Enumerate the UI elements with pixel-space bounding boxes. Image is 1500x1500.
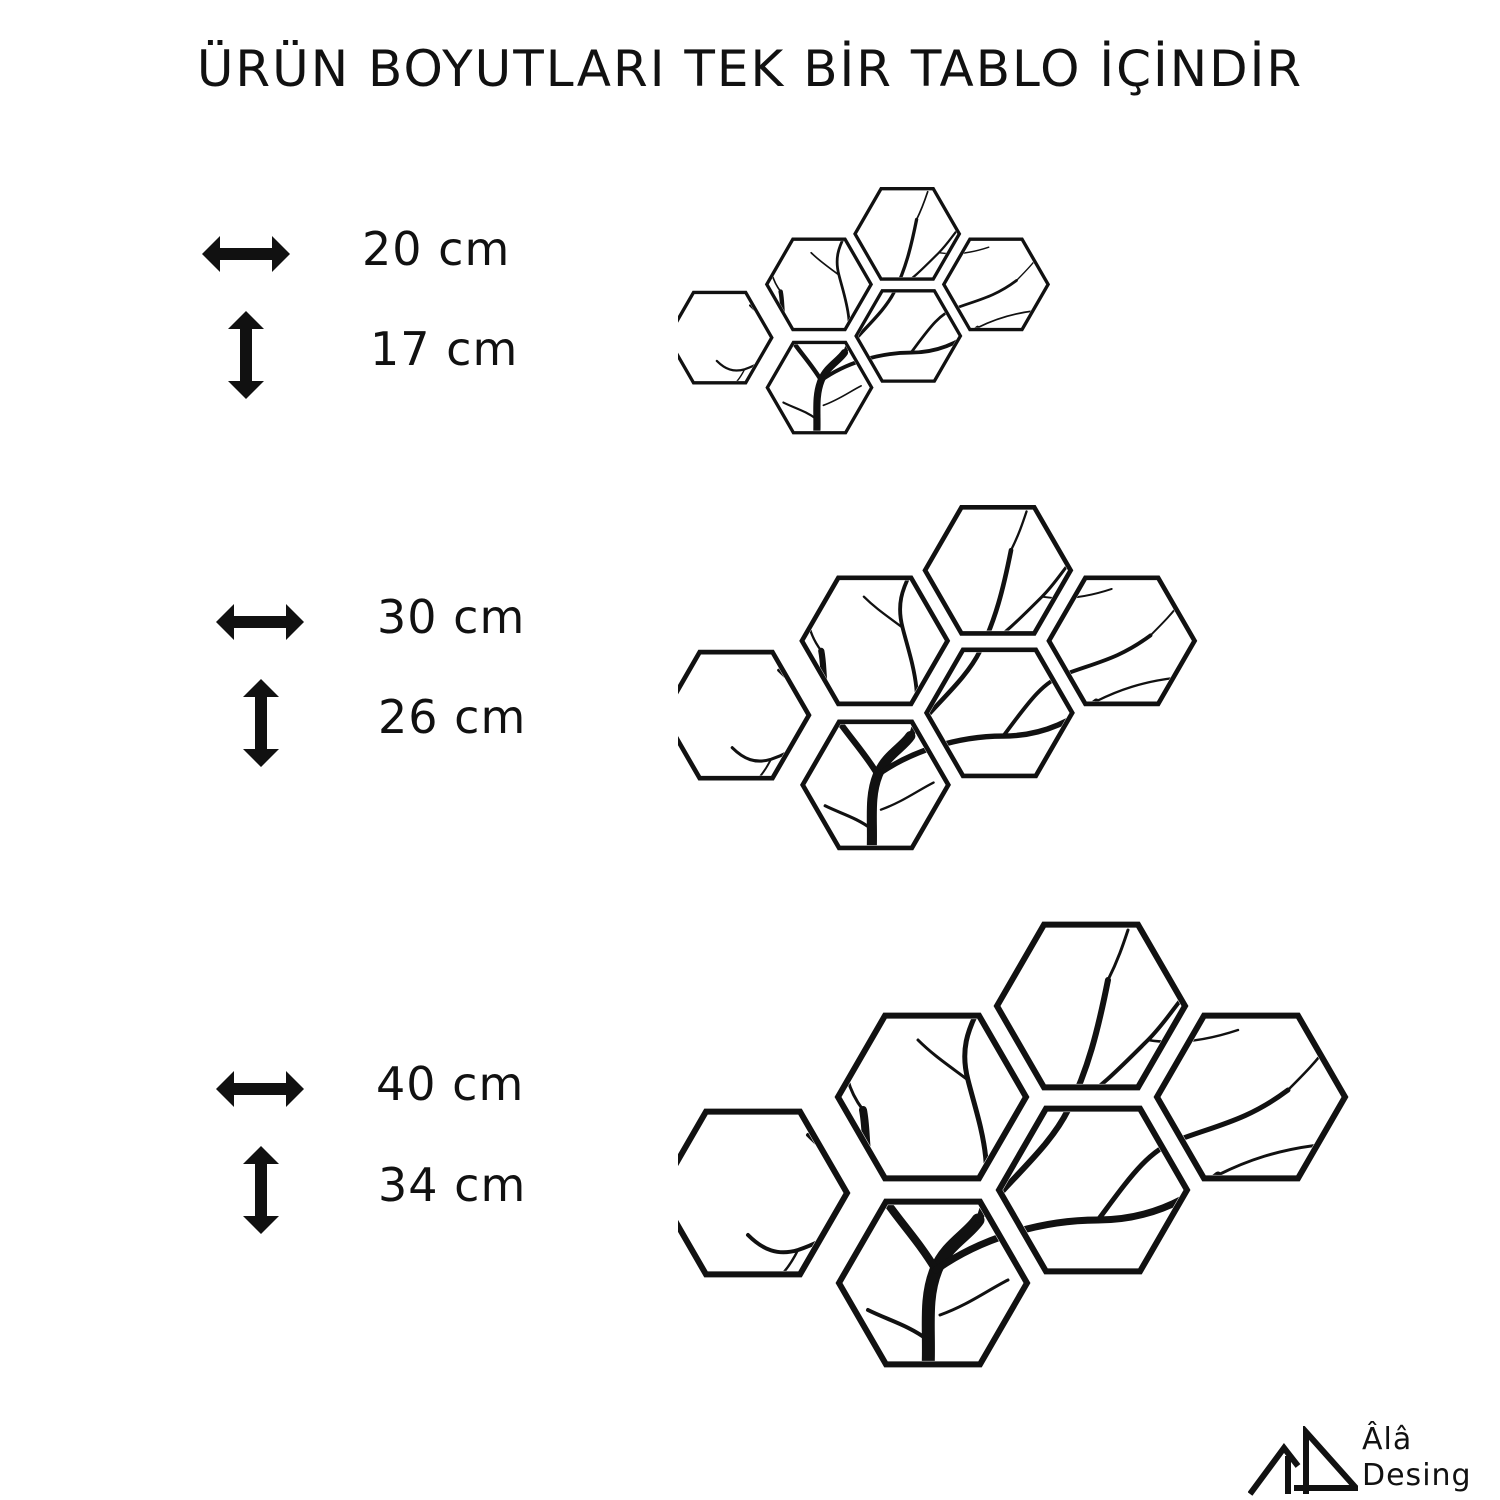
hexagon-panel-bottom bbox=[765, 340, 874, 435]
hexagon-panel-bottom bbox=[800, 719, 951, 851]
hexagon-tree-artwork-small bbox=[678, 187, 1051, 435]
width-value: 30 cm bbox=[377, 590, 526, 644]
brand-logo: Âlâ Desing bbox=[1240, 1420, 1500, 1500]
tree-branch bbox=[975, 977, 1111, 1223]
width-value: 20 cm bbox=[362, 222, 511, 276]
hexagon-panel-top bbox=[993, 921, 1189, 1091]
tree-branch bbox=[866, 1308, 930, 1342]
brand-name-line2: Desing bbox=[1362, 1458, 1472, 1493]
tree-branch bbox=[823, 804, 874, 831]
tree-branch bbox=[835, 234, 851, 355]
tree-branch bbox=[879, 781, 935, 811]
tree-branch bbox=[730, 711, 835, 763]
tree-branch bbox=[916, 1038, 970, 1082]
hexagon-panel-center-right bbox=[995, 1105, 1191, 1275]
tree-branch bbox=[898, 571, 919, 739]
tree-branch bbox=[715, 334, 791, 372]
hexagon-panel-left bbox=[678, 1108, 851, 1278]
tree-branch bbox=[727, 368, 746, 390]
hexagon-panel-center-right bbox=[854, 289, 963, 383]
ala-desing-logo-icon bbox=[1248, 1426, 1358, 1496]
tree-branch bbox=[778, 289, 824, 383]
tree-branch bbox=[859, 1106, 940, 1274]
tree-branch bbox=[938, 1278, 1010, 1317]
tree-branch bbox=[746, 758, 772, 788]
tree-branch bbox=[915, 190, 929, 221]
tree-branches bbox=[746, 928, 1330, 1361]
tree-branch bbox=[1106, 928, 1130, 982]
double-vertical-arrow-icon bbox=[243, 679, 279, 767]
tree-branch bbox=[921, 1213, 985, 1361]
tree-branch bbox=[866, 731, 916, 846]
tree-branch bbox=[746, 1188, 880, 1255]
hexagon-panel-top bbox=[922, 504, 1074, 636]
tree-branch bbox=[766, 1248, 800, 1287]
tree-branch bbox=[976, 310, 1034, 329]
tree-branch bbox=[908, 547, 1014, 739]
hexagon-panel-bottom bbox=[835, 1198, 1031, 1368]
hexagon-panel-upper-center bbox=[799, 575, 951, 707]
height-value: 17 cm bbox=[370, 322, 519, 376]
hexagon-tree-artwork-medium bbox=[678, 504, 1198, 851]
tree-branch bbox=[813, 349, 849, 431]
hexagon-panel-right bbox=[941, 237, 1051, 332]
hexagon-panel-right bbox=[1046, 575, 1198, 707]
tree-branch bbox=[810, 251, 840, 276]
hexagon-panel-upper-center bbox=[834, 1012, 1030, 1182]
height-value: 34 cm bbox=[378, 1158, 527, 1212]
hexagon-panel-top bbox=[853, 187, 962, 281]
double-vertical-arrow-icon bbox=[228, 311, 264, 399]
tree-branch bbox=[862, 595, 904, 629]
hexagon-panel-center-right bbox=[923, 647, 1075, 779]
page-title: ÜRÜN BOYUTLARI TEK BİR TABLO İÇİNDİR bbox=[196, 40, 1304, 98]
tree-branch bbox=[962, 1007, 990, 1223]
hexagon-panel-upper-center bbox=[764, 237, 874, 332]
tree-branch bbox=[822, 385, 862, 407]
double-horizontal-arrow-icon bbox=[202, 236, 290, 272]
double-horizontal-arrow-icon bbox=[216, 1071, 304, 1107]
hexagon-panel-right bbox=[1153, 1012, 1349, 1182]
tree-branch bbox=[818, 647, 881, 778]
height-value: 26 cm bbox=[378, 690, 527, 744]
brand-name-line1: Âlâ bbox=[1362, 1422, 1413, 1457]
tree-branches bbox=[715, 190, 1040, 431]
hexagon-panel-left bbox=[678, 649, 812, 781]
hexagon-tree-artwork-large bbox=[678, 921, 1349, 1368]
tree-branch bbox=[1216, 1143, 1320, 1177]
tree-branches bbox=[730, 510, 1183, 846]
tree-branch bbox=[842, 217, 919, 355]
tree-branch bbox=[1009, 510, 1028, 552]
hexagon-panel-left bbox=[678, 290, 774, 385]
tree-branch bbox=[782, 401, 818, 421]
tree-branch bbox=[1095, 676, 1175, 703]
width-value: 40 cm bbox=[376, 1057, 525, 1111]
double-horizontal-arrow-icon bbox=[216, 604, 304, 640]
double-vertical-arrow-icon bbox=[243, 1146, 279, 1234]
